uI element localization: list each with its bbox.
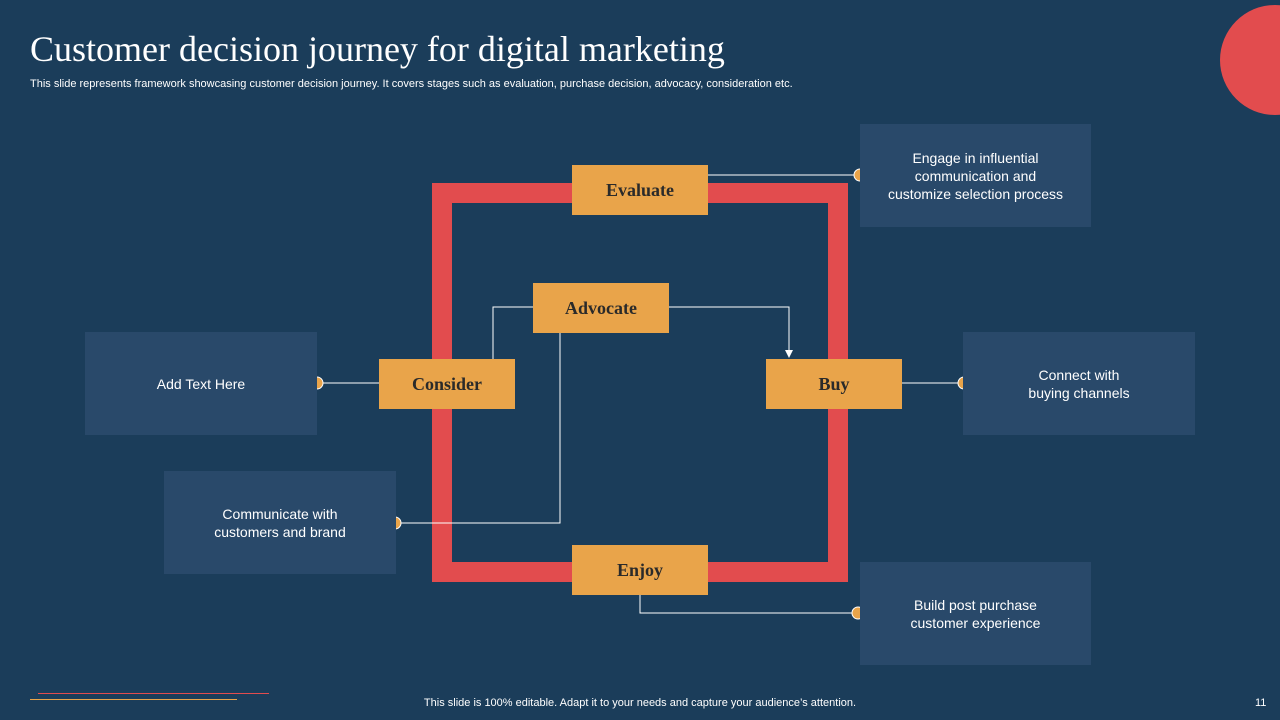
- note-enjoy[interactable]: Build post purchase customer experience: [860, 562, 1091, 665]
- note-enjoy-text: Build post purchase customer experience: [910, 596, 1041, 631]
- connector-enjoy-note: [639, 595, 858, 614]
- stage-consider-label: Consider: [411, 373, 482, 394]
- footer-accent-line-red: [38, 693, 269, 694]
- stage-advocate[interactable]: Advocate: [533, 283, 669, 333]
- note-advocate[interactable]: Communicate with customers and brand: [164, 471, 396, 574]
- note-consider-text: Add Text Here: [156, 375, 246, 392]
- note-consider[interactable]: Add Text Here: [85, 332, 317, 435]
- slide-footer: This slide is 100% editable. Adapt it to…: [423, 697, 857, 709]
- stage-evaluate-label: Evaluate: [605, 179, 674, 200]
- note-advocate-text: Communicate with customers and brand: [214, 505, 346, 540]
- connector-advocate-buy: [669, 306, 793, 358]
- stage-enjoy-label: Enjoy: [616, 559, 663, 580]
- footer-accent-line-orange: [30, 699, 237, 700]
- slide-subtitle: This slide represents framework showcasi…: [30, 78, 793, 90]
- stage-advocate-label: Advocate: [565, 297, 637, 318]
- page-number: 11: [1255, 697, 1267, 709]
- note-buy-text: Connect with buying channels: [1028, 366, 1130, 401]
- note-evaluate[interactable]: Engage in influential communication and …: [860, 124, 1091, 227]
- stage-enjoy[interactable]: Enjoy: [572, 545, 708, 595]
- stage-buy-label: Buy: [818, 373, 850, 394]
- connector-consider-advocate: [492, 306, 533, 359]
- slide-title: Customer decision journey for digital ma…: [30, 29, 725, 69]
- connector-advocate-note: [395, 332, 561, 524]
- stage-buy[interactable]: Buy: [766, 359, 902, 409]
- note-buy[interactable]: Connect with buying channels: [963, 332, 1195, 435]
- stage-consider[interactable]: Consider: [379, 359, 515, 409]
- stage-evaluate[interactable]: Evaluate: [572, 165, 708, 215]
- note-evaluate-text: Engage in influential communication and …: [887, 149, 1064, 202]
